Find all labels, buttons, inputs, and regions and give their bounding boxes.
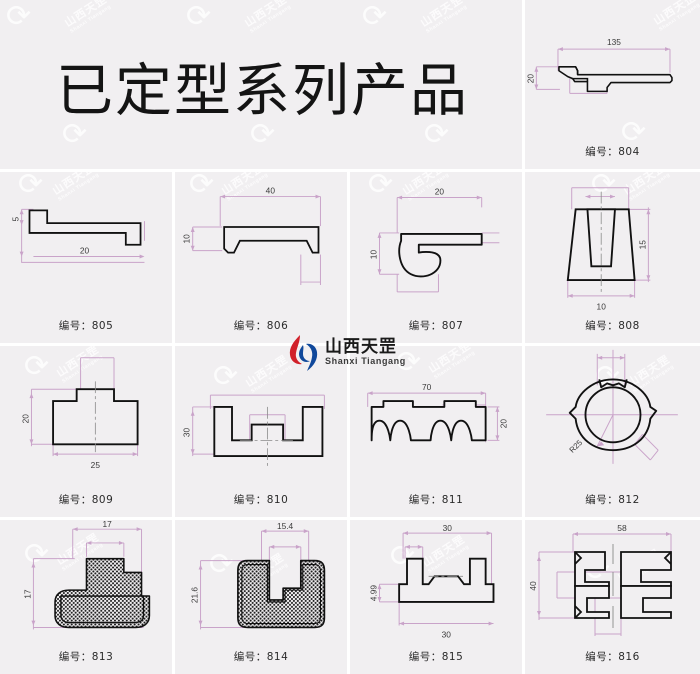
- dimension-label: 15: [637, 240, 647, 250]
- dimension-label: 20: [525, 74, 535, 84]
- dimension-label: 17: [102, 520, 112, 529]
- swoosh-icon: ⟳: [424, 117, 450, 152]
- caption-811: 编号：811: [408, 494, 464, 506]
- caption-814: 编号：814: [233, 651, 289, 663]
- drawing-804: 135 20: [525, 37, 673, 94]
- drawing-806: 40 10: [182, 186, 321, 286]
- dimension-label: 20: [21, 414, 31, 424]
- dimension-label: 20: [80, 246, 90, 256]
- dimension-label: 30: [443, 523, 453, 533]
- caption-805: 编号：805: [58, 320, 114, 332]
- dimension-label: R25: [568, 438, 585, 455]
- swoosh-icon: ⟳: [62, 117, 88, 152]
- dimension-label: 21.6: [190, 587, 200, 604]
- dimension-label: 135: [607, 37, 621, 47]
- dimension-label: 58: [617, 523, 627, 533]
- drawing-813: 17 17: [22, 520, 151, 630]
- dimension-label: 10: [369, 250, 379, 260]
- dimension-label: 40: [528, 581, 538, 591]
- caption-813: 编号：813: [58, 651, 114, 663]
- caption-815: 编号：815: [408, 651, 464, 663]
- swoosh-icon: ⟳: [6, 0, 32, 34]
- caption-812: 编号：812: [585, 494, 640, 506]
- drawing-808: 15 10: [566, 187, 651, 312]
- caption-804: 编号：804: [585, 146, 640, 158]
- dimension-label: 40: [266, 186, 276, 196]
- swoosh-icon: ⟳: [250, 117, 276, 152]
- caption-809: 编号：809: [58, 494, 114, 506]
- caption-816: 编号：816: [585, 651, 640, 663]
- caption-807: 编号：807: [408, 320, 464, 332]
- dimension-label: 20: [498, 419, 508, 429]
- caption-810: 编号：810: [233, 494, 289, 506]
- drawing-807: 20 10: [369, 187, 500, 293]
- drawing-811: 70 20: [367, 382, 508, 443]
- drawing-809: 20 25: [21, 357, 139, 470]
- dimension-label: 4.99: [369, 585, 379, 602]
- caption-808: 编号：808: [585, 320, 640, 332]
- dimension-label: 15.4: [277, 521, 294, 531]
- dimension-label: 30: [182, 427, 192, 437]
- dimension-label: 30: [442, 629, 452, 639]
- drawing-810: 30: [182, 394, 325, 468]
- drawing-812: R25: [546, 349, 678, 464]
- drawing-815: 30 4.99 30: [369, 523, 495, 639]
- dimension-label: 70: [422, 382, 432, 392]
- drawing-814: 15.4 21.6: [190, 521, 326, 630]
- swoosh-icon: ⟳: [362, 0, 388, 34]
- drawing-805: 5 20: [11, 208, 145, 263]
- dimension-label: 25: [91, 460, 101, 470]
- caption-806: 编号：806: [233, 320, 289, 332]
- swoosh-icon: ⟳: [186, 0, 212, 34]
- dimension-label: 10: [597, 302, 607, 312]
- dimension-label: 20: [435, 187, 445, 197]
- dimension-label: 5: [11, 216, 21, 221]
- drawing-816: 58 40: [528, 523, 672, 636]
- dimension-label: 10: [182, 234, 192, 244]
- dimension-label: 17: [22, 589, 32, 599]
